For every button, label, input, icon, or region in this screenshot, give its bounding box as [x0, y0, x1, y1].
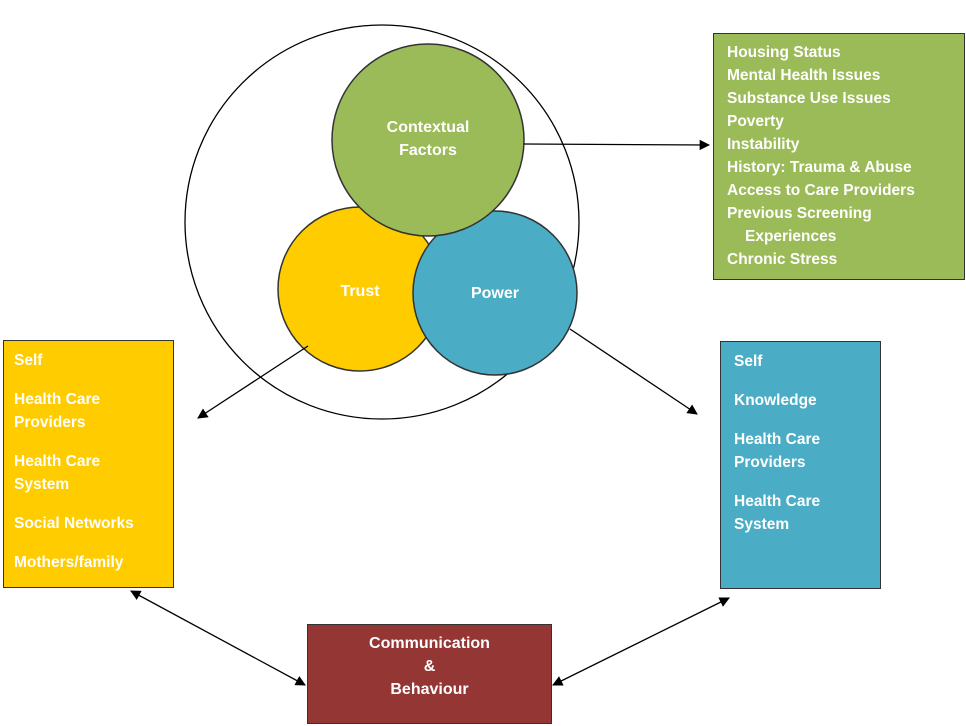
factor-item: Housing Status: [727, 44, 841, 61]
arrow-trust-to-box: [197, 345, 309, 419]
trust-item: Health Care Providers: [14, 391, 101, 431]
communication-behaviour-box: Communication & Behaviour: [307, 624, 552, 724]
trust-item: Social Networks: [14, 515, 134, 532]
communication-line: Communication: [369, 635, 490, 652]
trust-item: Self: [14, 352, 43, 369]
power-targets-box: Self Knowledge Health Care Providers Hea…: [720, 341, 881, 589]
factor-item: Access to Care Providers: [727, 182, 915, 199]
power-item: Health Care System: [734, 493, 821, 533]
trust-item: Health Care System: [14, 453, 101, 493]
factor-item: Instability: [727, 136, 800, 153]
factor-item: Previous Screening: [727, 205, 872, 222]
power-circle-label: Power: [470, 285, 519, 302]
contextual-factors-box: Housing Status Mental Health Issues Subs…: [713, 33, 965, 280]
trust-circle-label: Trust: [340, 283, 380, 300]
context-label-line1: Contextual: [386, 119, 470, 136]
factor-item: Poverty: [727, 113, 784, 130]
factor-item: Chronic Stress: [727, 251, 838, 268]
context-label-line2: Factors: [399, 142, 457, 159]
arrow-trust-communication: [130, 590, 306, 686]
factor-item: Experiences: [745, 228, 837, 245]
context-circle-label: Contextual Factors: [358, 116, 498, 162]
factor-item: Substance Use Issues: [727, 90, 891, 107]
power-item: Health Care Providers: [734, 431, 821, 471]
communication-line: &: [423, 658, 436, 675]
context-circle: [331, 43, 525, 237]
factor-item: History: Trauma & Abuse: [727, 159, 912, 176]
arrow-power-communication: [552, 597, 730, 686]
power-item: Self: [734, 353, 763, 370]
power-item: Knowledge: [734, 392, 817, 409]
trust-targets-box: Self Health Care Providers Health Care S…: [3, 340, 174, 588]
power-circle: [412, 210, 578, 376]
arrow-context-to-factors: [523, 139, 711, 151]
arrow-power-to-box: [569, 328, 698, 415]
factor-item: Mental Health Issues: [727, 67, 881, 84]
communication-line: Behaviour: [390, 681, 469, 698]
trust-item: Mothers/family: [14, 554, 124, 571]
